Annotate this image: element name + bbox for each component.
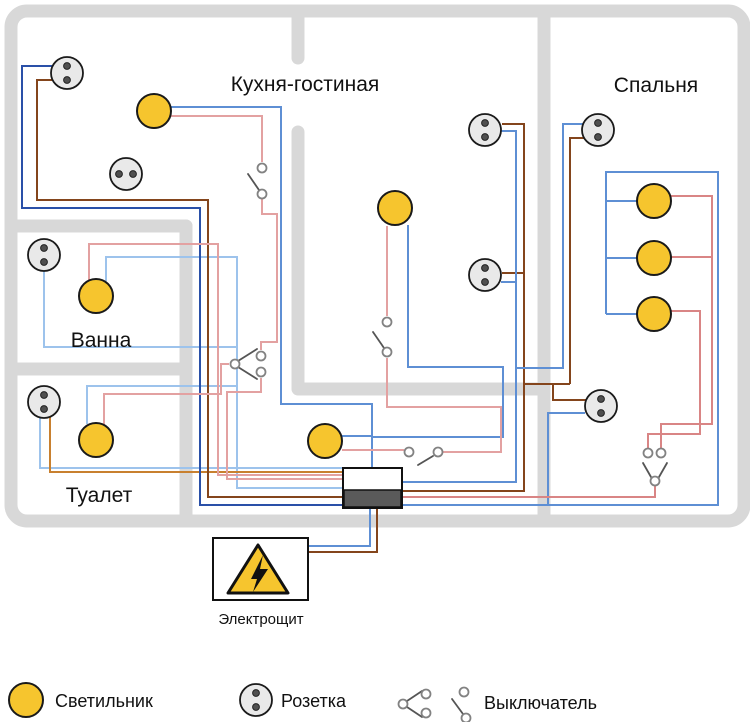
wires-blue	[171, 106, 719, 547]
wire	[86, 385, 237, 424]
wires-pink	[88, 115, 502, 480]
room-label-bath: Ванна	[71, 329, 132, 352]
wire	[402, 130, 517, 483]
wire	[569, 137, 586, 384]
sockets	[27, 56, 618, 423]
socket-icon	[468, 113, 502, 147]
wire	[226, 378, 343, 480]
switch-icon	[403, 446, 444, 466]
wire	[309, 508, 371, 547]
wire	[372, 225, 504, 438]
light-icon	[377, 190, 413, 226]
wires-navy	[21, 65, 343, 506]
socket-icon	[584, 389, 618, 423]
socket-icon	[27, 238, 61, 272]
legend-light-icon	[8, 682, 44, 718]
wire	[402, 171, 719, 506]
panel-label: Электрощит	[218, 611, 303, 628]
wires-brown	[36, 79, 586, 553]
legend-switch-label: Выключатель	[484, 693, 597, 713]
socket-icon	[109, 157, 143, 191]
lights	[78, 93, 672, 459]
light-icon	[78, 278, 114, 314]
switch-icon	[247, 162, 268, 200]
wire	[171, 115, 263, 162]
legend-socket-icon	[239, 683, 273, 717]
legend-switch-icon	[451, 686, 472, 724]
wire	[547, 412, 585, 505]
room-label-toilet: Туалет	[66, 484, 133, 507]
light-icon	[307, 423, 343, 459]
wire	[88, 243, 343, 476]
wire	[660, 195, 713, 448]
switch-icon	[372, 316, 393, 358]
lightning-bolt-icon	[251, 555, 268, 592]
legend-double-switch-icon	[397, 688, 432, 719]
legend: Светильник Розетка Выключатель	[8, 682, 597, 724]
wires-orange	[49, 417, 343, 473]
switches	[229, 162, 668, 487]
light-icon	[636, 296, 672, 332]
room-label-bedroom: Спальня	[614, 74, 698, 97]
wire	[105, 256, 238, 347]
wire	[49, 417, 343, 473]
wire	[260, 199, 278, 350]
light-icon	[136, 93, 172, 129]
light-icon	[78, 422, 114, 458]
wire	[36, 79, 343, 498]
light-icon	[636, 183, 672, 219]
socket-icon	[27, 385, 61, 419]
wire	[386, 358, 502, 453]
wires-lightblue	[39, 256, 343, 489]
room-label-kitchen-living: Кухня-гостиная	[231, 73, 380, 96]
kitchen-hall-wall	[291, 125, 551, 396]
wire	[516, 123, 584, 369]
junction-box	[342, 467, 403, 509]
wire	[647, 310, 701, 448]
electrical-panel: Электрощит	[212, 537, 309, 628]
panel-box	[212, 537, 309, 601]
wires-red	[402, 195, 713, 498]
wire	[103, 363, 229, 427]
double-switch-icon	[642, 447, 668, 487]
socket-icon	[50, 56, 84, 90]
socket-icon	[468, 258, 502, 292]
light-icon	[636, 240, 672, 276]
legend-socket-label: Розетка	[281, 691, 347, 711]
wire	[309, 508, 378, 553]
wire	[39, 416, 343, 469]
wire	[552, 384, 586, 401]
wire	[21, 65, 343, 506]
double-switch-icon	[229, 348, 267, 380]
wire	[402, 486, 656, 498]
socket-icon	[581, 113, 615, 147]
legend-light-label: Светильник	[55, 691, 153, 711]
room-labels: Кухня-гостиная Спальня Ванна Туалет	[66, 73, 698, 507]
wire	[171, 106, 373, 468]
wire	[402, 123, 525, 492]
